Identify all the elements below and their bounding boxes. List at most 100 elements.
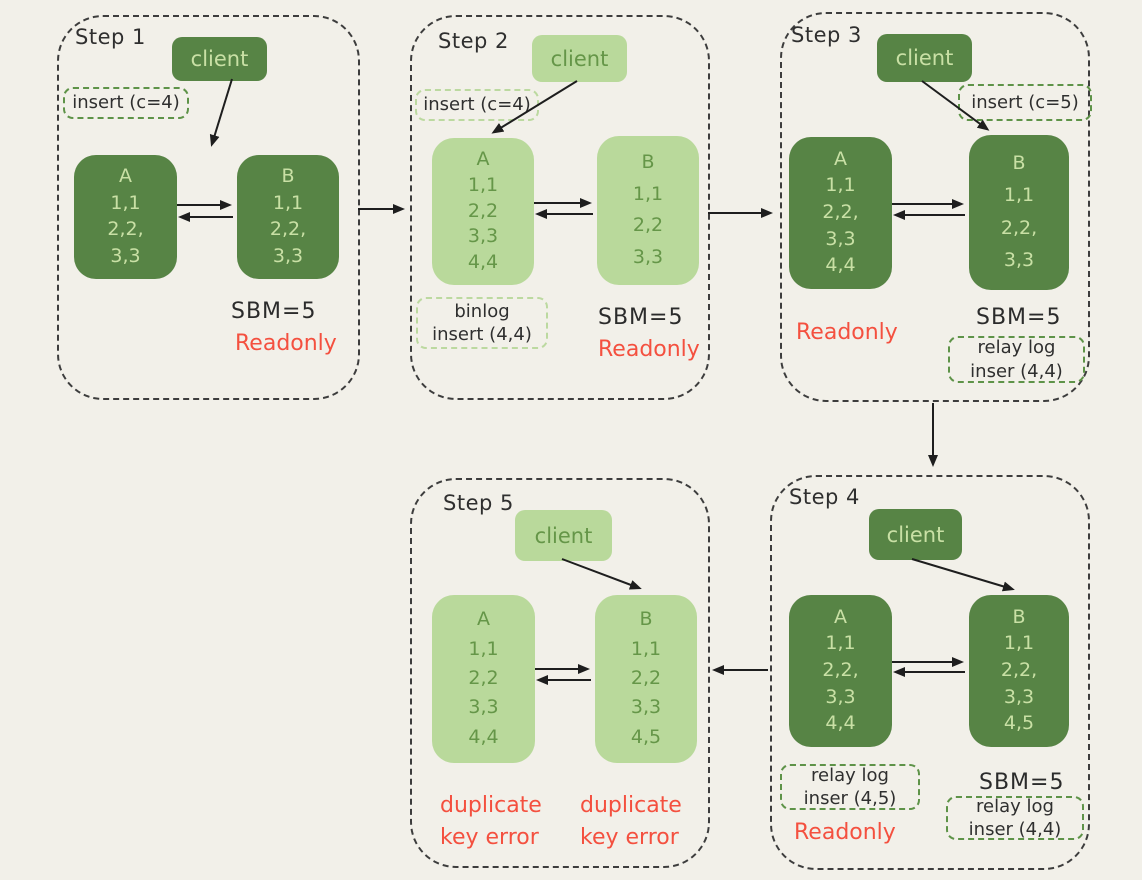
step-2-client-label: client <box>550 46 609 71</box>
node-title: B <box>1012 151 1026 174</box>
relay-note-line-1: relay log <box>811 764 889 786</box>
node-row: 3,3 <box>632 245 664 268</box>
step-3-sbm-label: SBM=5 <box>976 305 1062 330</box>
node-title: A <box>834 605 847 628</box>
error-line-1: duplicate <box>580 793 682 818</box>
step-5-node-a: A 1,1 2,2 3,3 4,4 <box>432 595 535 763</box>
error-line-1: duplicate <box>440 793 542 818</box>
step-3-node-b: B 1,1 2,2, 3,3 <box>969 135 1069 290</box>
step-3-client-box: client <box>877 34 972 82</box>
node-row: 1,1 <box>1003 184 1035 207</box>
node-row: 3,3 <box>825 685 856 708</box>
step-5-container: Step 5 client A 1,1 2,2 3,3 4,4 B 1,1 2,… <box>410 478 710 868</box>
step-4-node-a: A 1,1 2,2, 3,3 4,4 <box>789 595 892 747</box>
node-row: 1,1 <box>468 637 499 660</box>
step-3-insert-note-text: insert (c=5) <box>971 91 1079 113</box>
error-line-2: key error <box>580 824 679 850</box>
step-4-node-b: B 1,1 2,2, 3,3 4,5 <box>969 595 1069 747</box>
node-title: B <box>281 165 295 188</box>
step-3-container: Step 3 client insert (c=5) A 1,1 2,2, 3,… <box>780 12 1092 402</box>
step-5-client-label: client <box>534 523 593 548</box>
binlog-note-line-2: insert (4,4) <box>432 324 532 345</box>
node-row: 3,3 <box>630 696 662 719</box>
step-4-container: Step 4 client A 1,1 2,2, 3,3 4,4 B 1,1 2… <box>770 475 1090 870</box>
relay-note-line-2: inser (4,4) <box>968 819 1062 840</box>
relay-note-line-2: inser (4,5) <box>803 788 897 809</box>
node-title: B <box>1012 605 1026 628</box>
step-4-relay-note-a: relay log inser (4,5) <box>780 764 920 810</box>
node-row: 3,3 <box>467 225 499 248</box>
step-1-container: Step 1 client insert (c=4) A 1,1 2,2, 3,… <box>57 15 360 400</box>
step-2-client-box: client <box>532 35 627 82</box>
node-row: 2,2 <box>468 667 499 689</box>
node-row: 2,2 <box>467 199 499 222</box>
step-1-sbm-label: SBM=5 <box>231 299 317 324</box>
error-line-2: key error <box>440 824 539 850</box>
node-row: 3,3 <box>110 244 141 267</box>
step-4-client-label: client <box>886 522 945 547</box>
node-row: 1,1 <box>110 191 141 214</box>
node-title: A <box>119 165 132 188</box>
node-row: 4,4 <box>825 254 856 277</box>
node-row: 4,4 <box>467 251 499 274</box>
node-row: 2,2 <box>632 214 664 237</box>
step-4-label: Step 4 <box>789 485 860 509</box>
step-4-sbm-label: SBM=5 <box>979 770 1065 795</box>
step-5-error-a-label: duplicate key error <box>440 790 542 854</box>
step-4-client-box: client <box>869 509 962 560</box>
node-row: 4,5 <box>1003 712 1035 735</box>
node-row: 3,3 <box>825 227 856 250</box>
step-1-client-box: client <box>172 37 267 81</box>
step-1-client-label: client <box>190 47 249 71</box>
step-5-label: Step 5 <box>443 491 514 515</box>
node-title: A <box>476 147 490 170</box>
step-1-node-b: B 1,1 2,2, 3,3 <box>237 155 339 279</box>
relay-note-line-1: relay log <box>977 337 1056 359</box>
node-row: 1,1 <box>272 191 304 214</box>
node-title: B <box>641 151 655 174</box>
node-row: 2,2, <box>822 659 859 682</box>
node-row: 2,2 <box>630 667 662 689</box>
node-row: 3,3 <box>468 696 499 719</box>
step-5-error-b-label: duplicate key error <box>580 790 682 854</box>
node-row: 2,2, <box>1000 659 1038 682</box>
step-3-node-a: A 1,1 2,2, 3,3 4,4 <box>789 137 892 289</box>
step-1-node-a: A 1,1 2,2, 3,3 <box>74 155 177 279</box>
step-2-readonly-label: Readonly <box>598 337 700 362</box>
step-3-readonly-label: Readonly <box>796 320 898 345</box>
relay-note-line-1: relay log <box>976 795 1054 817</box>
step-2-insert-note: insert (c=4) <box>415 89 539 121</box>
step-1-label: Step 1 <box>75 25 146 49</box>
step-5-client-box: client <box>515 510 612 561</box>
node-row: 1,1 <box>632 182 664 205</box>
step-2-node-b: B 1,1 2,2 3,3 <box>597 136 699 285</box>
step-2-insert-note-text: insert (c=4) <box>423 94 531 116</box>
step-2-binlog-note: binlog insert (4,4) <box>416 297 548 349</box>
step-2-label: Step 2 <box>438 29 509 53</box>
node-row: 1,1 <box>467 173 499 196</box>
step-4-relay-note-b: relay log inser (4,4) <box>946 796 1084 840</box>
node-title: A <box>834 147 847 170</box>
step-5-node-b: B 1,1 2,2 3,3 4,5 <box>595 595 697 763</box>
step-4-readonly-label: Readonly <box>794 820 896 845</box>
step-2-container: Step 2 client insert (c=4) A 1,1 2,2 3,3… <box>410 15 710 400</box>
node-title: B <box>639 608 653 631</box>
step-3-relay-note: relay log inser (4,4) <box>948 336 1085 383</box>
step-1-readonly-label: Readonly <box>235 331 337 356</box>
relay-note-line-2: inser (4,4) <box>970 360 1063 382</box>
step-3-client-label: client <box>895 46 954 70</box>
step-2-node-a: A 1,1 2,2 3,3 4,4 <box>432 138 534 285</box>
node-row: 1,1 <box>825 174 856 197</box>
step-2-sbm-label: SBM=5 <box>598 305 684 330</box>
node-row: 2,2, <box>822 201 859 224</box>
step-1-insert-note: insert (c=4) <box>63 87 189 119</box>
node-row: 1,1 <box>630 637 662 660</box>
node-title: A <box>477 608 490 631</box>
node-row: 3,3 <box>1003 249 1035 272</box>
binlog-note-line-1: binlog <box>454 300 510 322</box>
node-row: 3,3 <box>272 244 304 267</box>
node-row: 4,4 <box>468 725 499 748</box>
node-row: 1,1 <box>1003 632 1035 655</box>
step-3-insert-note: insert (c=5) <box>958 84 1092 121</box>
